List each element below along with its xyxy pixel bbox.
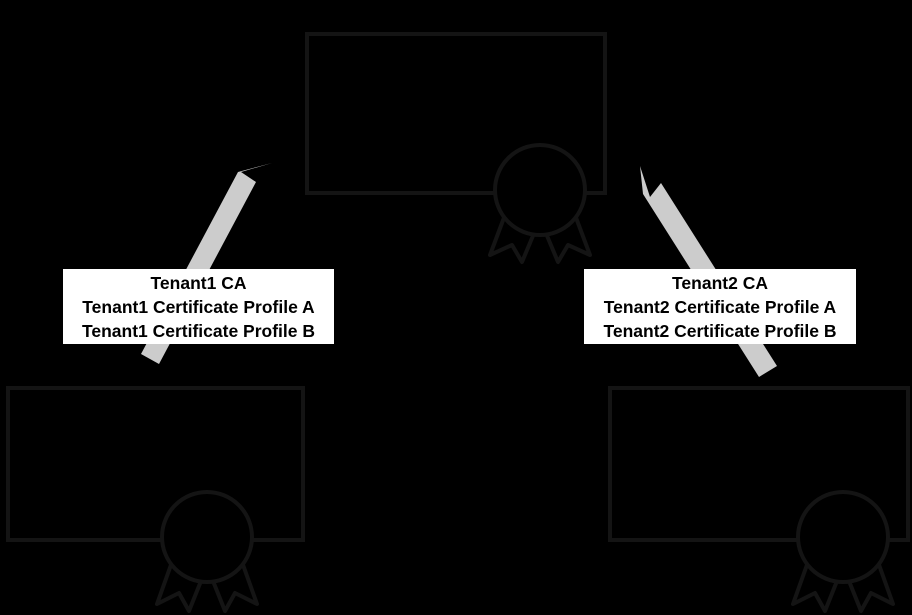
certificate-icon-tenant2: [608, 386, 910, 613]
tenant2-certificate-profile-a-label: Tenant2 Certificate Profile A: [603, 296, 837, 317]
tenant2-certificate-profile-b-label: Tenant2 Certificate Profile B: [603, 320, 837, 341]
certificate-seal-circle: [796, 490, 890, 584]
tenant1-certificate-profile-b-label: Tenant1 Certificate Profile B: [81, 320, 316, 341]
tenant1-certificate-profile-a-label: Tenant1 Certificate Profile A: [82, 296, 315, 317]
tenant2-ca-label: Tenant2 CA: [672, 272, 768, 293]
tenant1-ca-label: Tenant1 CA: [150, 272, 247, 293]
certificate-body-rect: [608, 386, 910, 542]
certificate-seal-circle: [493, 143, 587, 237]
certificate-body-rect: [6, 386, 305, 542]
certificate-seal-circle: [160, 490, 254, 584]
tenant2-label-box: Tenant2 CA Tenant2 Certificate Profile A…: [584, 269, 856, 344]
certificate-icon-tenant1: [6, 386, 305, 613]
tenant1-label-box: Tenant1 CA Tenant1 Certificate Profile A…: [63, 269, 334, 344]
certificate-icon-root: [305, 32, 607, 264]
certificate-body-rect: [305, 32, 607, 195]
